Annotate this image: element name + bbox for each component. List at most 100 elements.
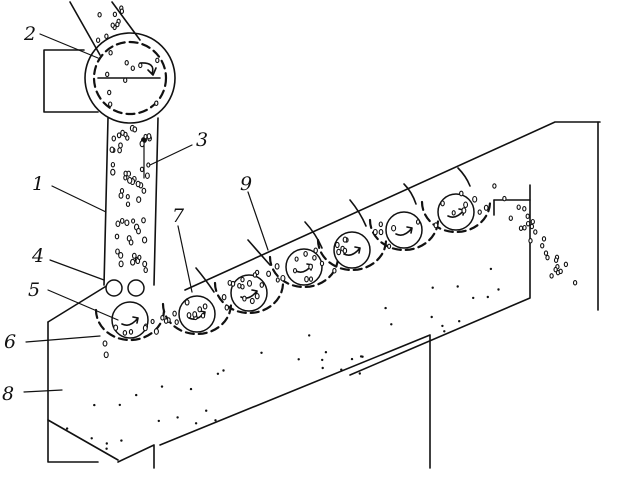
grain (112, 11, 118, 18)
grain (131, 218, 136, 224)
roller-trajectory (316, 238, 388, 272)
fine-particle (340, 368, 343, 371)
grain (144, 172, 150, 179)
grain (125, 135, 130, 141)
grain (528, 238, 533, 244)
grain (237, 282, 242, 289)
rotation-arrow (121, 316, 139, 326)
grain (259, 282, 265, 288)
fine-particle (194, 422, 198, 425)
roller-trajectory (420, 200, 492, 234)
grain (451, 210, 456, 216)
grain (274, 263, 280, 270)
fine-particle (205, 409, 208, 412)
roller-trajectory (161, 302, 233, 336)
grain (142, 260, 148, 268)
grain (118, 252, 124, 259)
fine-particle (384, 306, 387, 310)
grain (572, 280, 578, 286)
grain (280, 274, 286, 282)
grain (154, 100, 159, 107)
grain (294, 256, 299, 262)
grain (141, 217, 146, 224)
grain (202, 303, 208, 310)
grain (108, 101, 113, 107)
grain (119, 217, 125, 224)
grain (508, 215, 513, 221)
grain (227, 279, 233, 286)
label-3: 3 (196, 129, 208, 151)
fine-particle (157, 419, 160, 423)
grain (459, 190, 464, 197)
grain (115, 21, 120, 28)
grain (107, 89, 112, 96)
top-distribution-drum (84, 32, 176, 124)
fine-particle (308, 334, 311, 337)
fine-particle (118, 403, 122, 407)
grain (114, 233, 120, 240)
grain (123, 77, 128, 84)
grain (522, 224, 527, 231)
grain (529, 223, 535, 230)
grain (115, 220, 121, 228)
grain (477, 209, 482, 215)
fine-particle (358, 372, 361, 375)
feed-inlet (69, 1, 141, 56)
grain (303, 250, 308, 257)
grain (275, 277, 280, 283)
roller (111, 301, 149, 339)
grain (135, 180, 141, 188)
grain (146, 133, 152, 140)
grain (440, 200, 445, 207)
grain (197, 306, 203, 313)
grain (125, 201, 131, 207)
grain (319, 260, 325, 267)
grain (150, 318, 155, 325)
grain (174, 319, 179, 325)
bypass-duct (43, 49, 99, 113)
fine-particle (390, 323, 393, 326)
fine-particle (321, 366, 324, 370)
grain (530, 218, 535, 225)
fine-particle (93, 403, 96, 407)
grain (141, 187, 147, 194)
grain (186, 312, 192, 319)
grain (525, 220, 531, 227)
fine-particle (458, 320, 461, 323)
grain (563, 261, 569, 268)
fine-particle (359, 355, 363, 358)
grain (163, 318, 169, 324)
grain (378, 229, 384, 236)
fine-particle (214, 419, 217, 422)
grain (518, 225, 524, 232)
grain (128, 329, 134, 335)
grain (104, 33, 109, 40)
label-8: 8 (2, 383, 14, 405)
grain (332, 267, 337, 274)
grain-particles (65, 5, 578, 450)
grain (115, 248, 120, 255)
grain (472, 195, 478, 203)
grain (124, 219, 130, 227)
fine-particle (472, 296, 475, 300)
grain (131, 252, 137, 259)
grain (118, 142, 123, 149)
grain (142, 324, 148, 332)
grain (549, 273, 554, 279)
grain (553, 257, 559, 263)
grain (116, 132, 122, 139)
fine-particle (486, 295, 489, 299)
grain (103, 351, 109, 359)
grain (224, 304, 230, 311)
fine-particle (260, 351, 263, 354)
grain (545, 254, 550, 261)
grain (127, 176, 133, 184)
grain (172, 310, 177, 317)
fine-particle (90, 437, 93, 440)
grain (117, 147, 122, 154)
fine-particle (135, 393, 138, 397)
grain (313, 247, 318, 254)
grain (125, 194, 130, 200)
label-5: 5 (28, 279, 40, 301)
